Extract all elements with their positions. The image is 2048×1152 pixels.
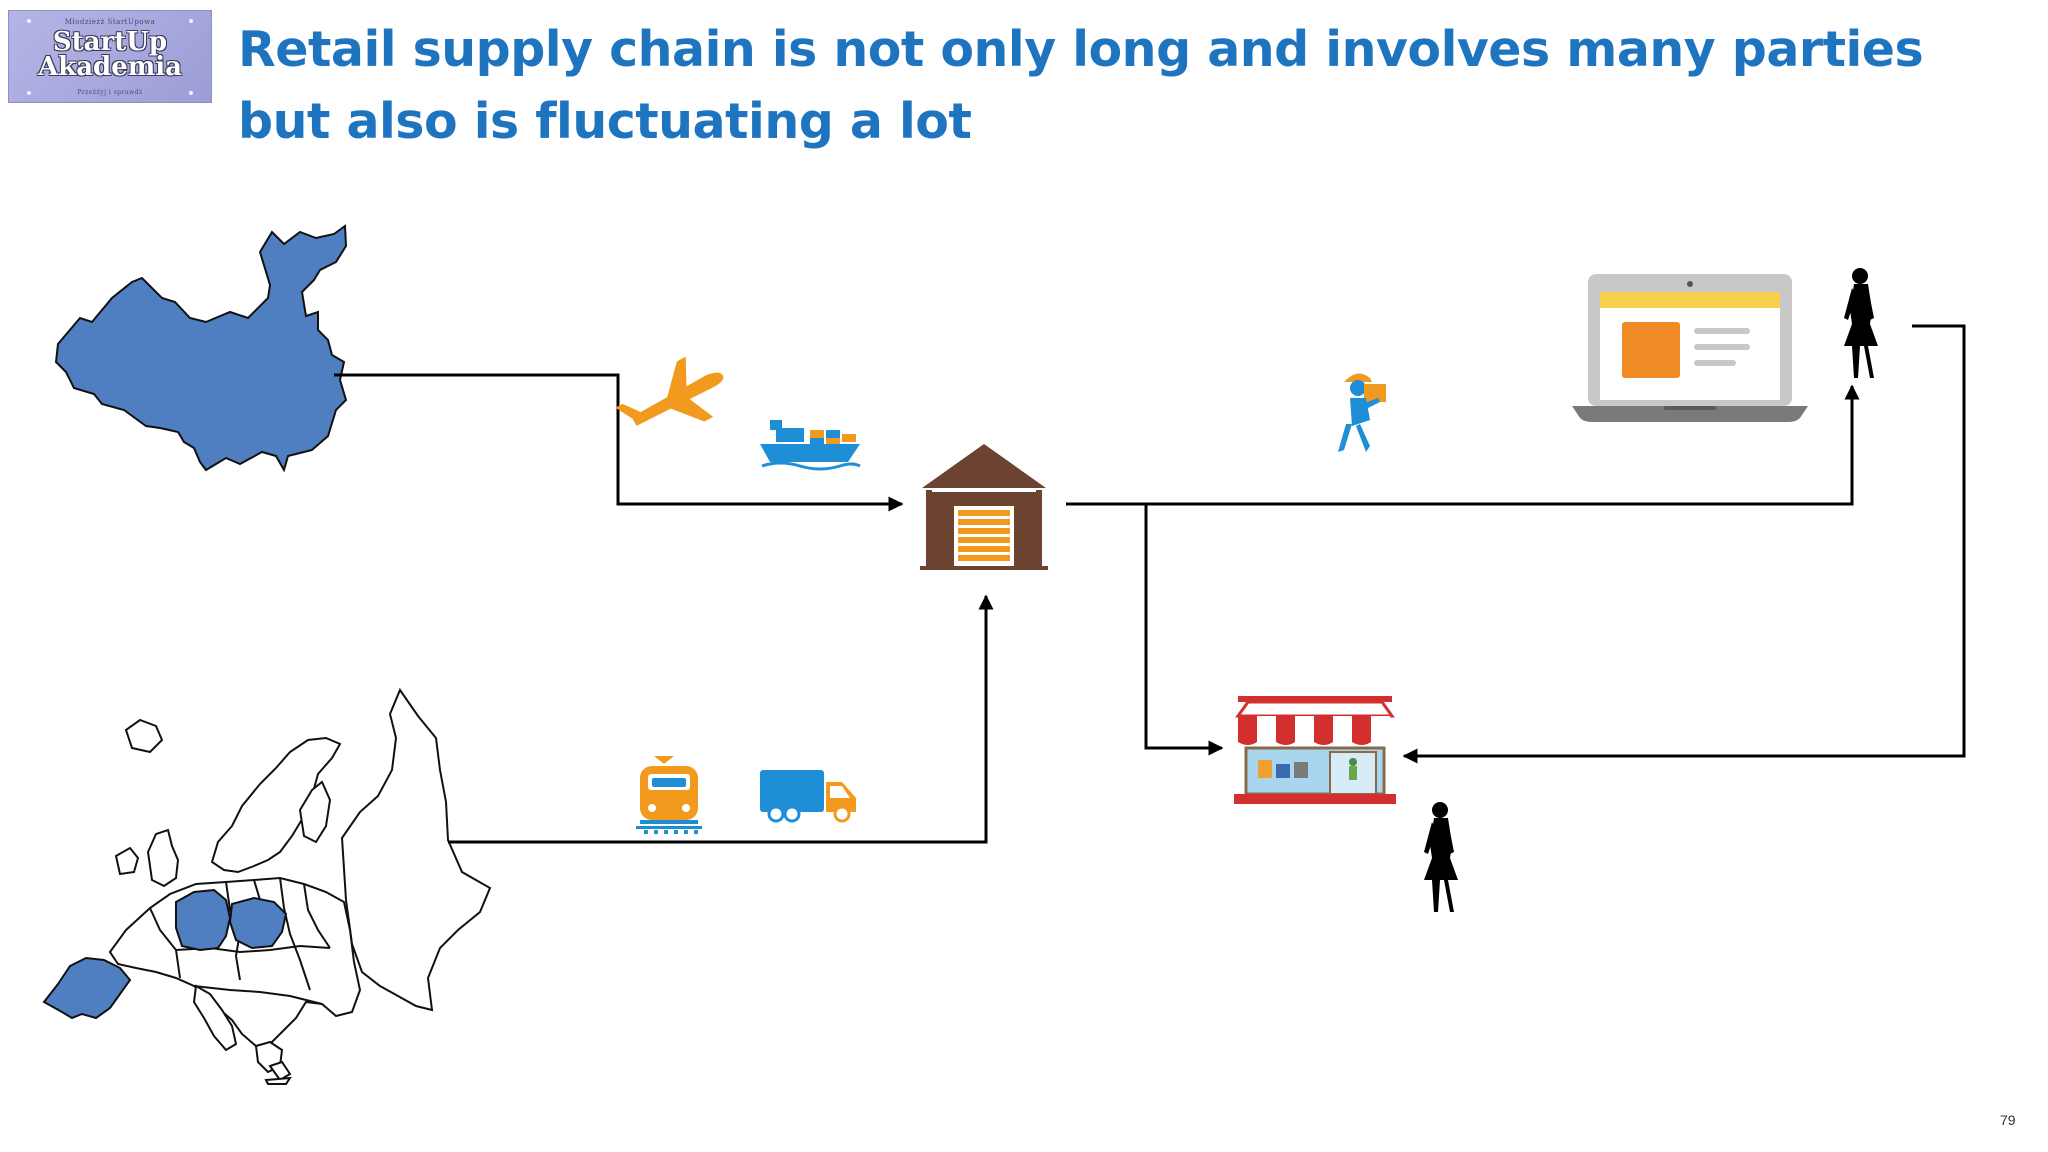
cargo-ship-icon [760, 420, 861, 471]
logo-dot [27, 19, 31, 23]
airplane-icon [615, 356, 724, 426]
flow-lines [334, 324, 1966, 844]
europe-to-warehouse-line [448, 594, 994, 844]
china-to-warehouse-line [334, 373, 904, 512]
china-map-icon [54, 224, 348, 473]
courier-icon [1338, 373, 1386, 452]
logo-dot [189, 91, 193, 95]
woman-silhouette-icon [1424, 802, 1458, 912]
logo-dot [27, 91, 31, 95]
startup-akademia-logo: Młodzieżż StartUpowa StartUp Akademia Pr… [8, 10, 212, 103]
warehouse-to-shop-line [1144, 504, 1224, 756]
woman-silhouette-icon [1844, 268, 1878, 378]
europe-map-icon [42, 687, 492, 1085]
warehouse-to-online-line [1066, 384, 1860, 506]
shop-icon [1234, 696, 1396, 804]
train-icon [636, 756, 702, 834]
logo-tagline-top: Młodzieżż StartUpowa [64, 18, 156, 26]
logo-line-startup: StartUp [52, 27, 168, 57]
slide-title: Retail supply chain is not only long and… [238, 21, 1924, 150]
logo-tagline-bottom: Przeżżyj i sprawdź [77, 89, 143, 96]
logo-wordmark: StartUp Akademia [9, 27, 211, 82]
warehouse-icon [920, 444, 1048, 570]
laptop-icon [1572, 274, 1808, 422]
online-to-shop-return-line [1402, 324, 1966, 764]
logo-dot [189, 19, 193, 23]
page-number: 79 [2000, 1112, 2016, 1128]
delivery-truck-icon [760, 770, 856, 823]
logo-line-akademia: Akademia [38, 52, 182, 82]
